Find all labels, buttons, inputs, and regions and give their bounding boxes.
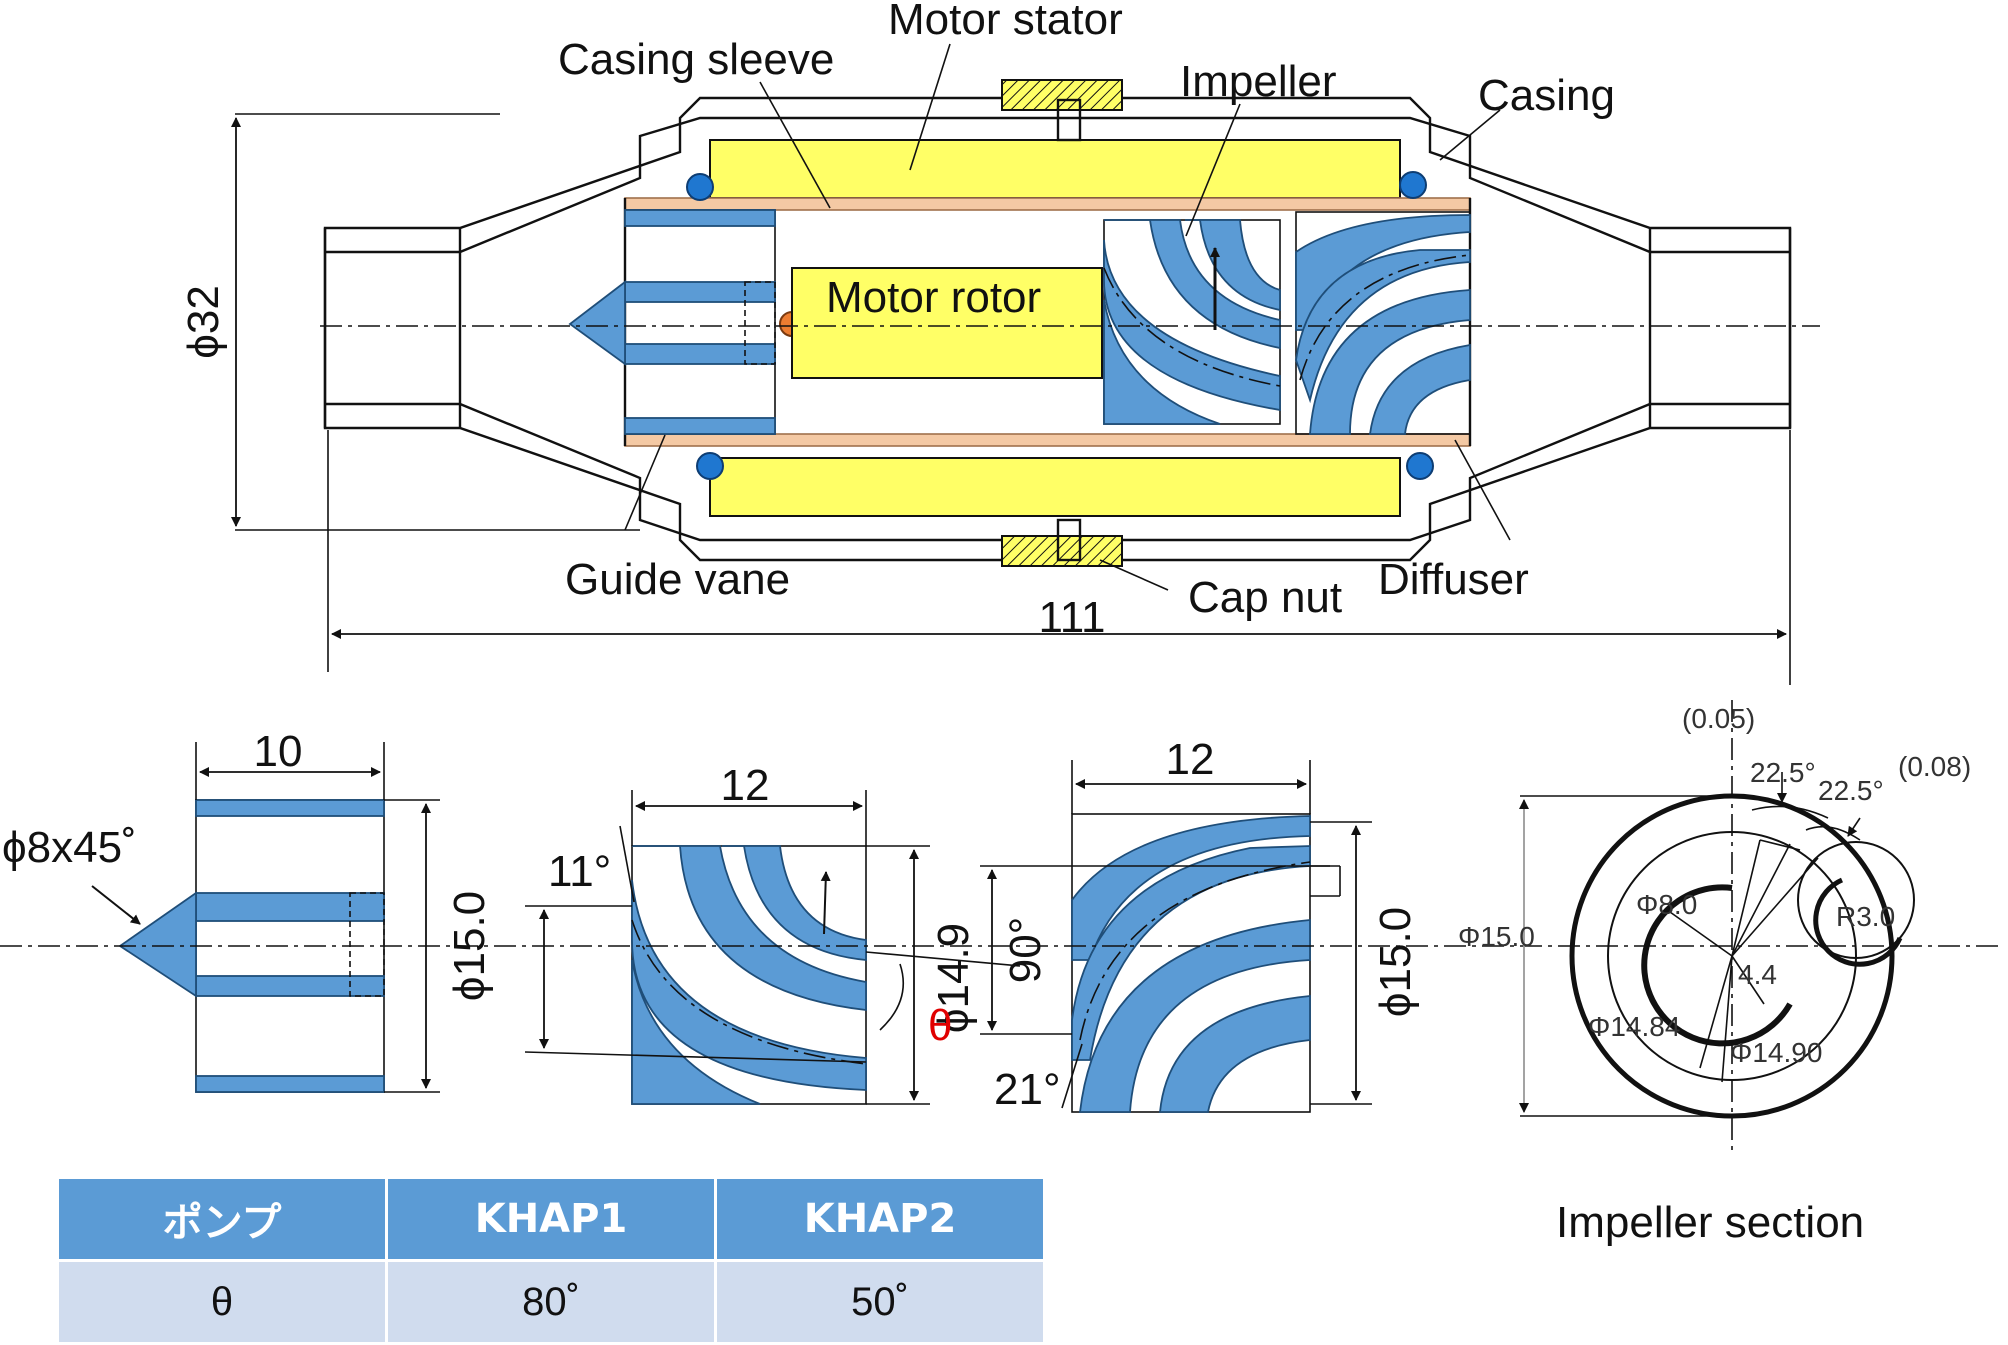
table-cell-theta: θ [56, 1259, 388, 1345]
o-ring-2 [1399, 171, 1427, 199]
dim-guide-cone: ϕ8x45˚ [2, 823, 137, 872]
cap-nut-top [1001, 79, 1123, 111]
table-header-khap2: KHAP2 [714, 1176, 1046, 1262]
impeller-detail: 12 11° ϕ14.9 θ [524, 761, 1021, 1105]
dim-impeller-theta: θ [928, 1001, 952, 1050]
diffuser-detail: 12 90° 21° ϕ15.0 [980, 735, 1420, 1114]
guide-vane-detail: 10 ϕ8x45˚ ϕ15.0 [2, 727, 494, 1093]
dim-diffuser-angle-21: 21° [994, 1065, 1061, 1114]
dim-impeller-diameter: ϕ14.9 [929, 923, 978, 1033]
sec-v44: 4.4 [1738, 959, 1777, 990]
dim-impeller-length: 12 [721, 761, 770, 810]
dim-diffuser-diameter: ϕ15.0 [1371, 907, 1420, 1017]
sec-a2: 22.5° [1818, 775, 1884, 806]
label-guide-vane: Guide vane [565, 555, 790, 604]
sec-phi1484: Φ14.84 [1588, 1011, 1680, 1042]
sec-a1: 22.5° [1750, 757, 1816, 788]
impeller-section-detail: (0.05) 22.5° 22.5° (0.08) Φ8.0 R3.0 Φ15.… [1458, 700, 1971, 1150]
dim-guide-length: 10 [254, 727, 303, 776]
sec-d2: (0.08) [1898, 751, 1971, 782]
sec-phi1490: Φ14.90 [1730, 1037, 1822, 1068]
casing-sleeve-top [624, 197, 1471, 211]
guide-vane-assembly [568, 209, 776, 435]
sec-d1: (0.05) [1682, 703, 1755, 734]
table-row: θ 80˚ 50˚ [56, 1259, 1046, 1345]
o-ring-4 [1406, 452, 1434, 480]
diffuser-assembly [1295, 211, 1471, 435]
label-motor-stator: Motor stator [888, 0, 1123, 44]
table-cell-khap2: 50˚ [714, 1259, 1046, 1345]
sec-phi15: Φ15.0 [1458, 921, 1535, 952]
dim-diffuser-length: 12 [1166, 735, 1215, 784]
o-ring-3 [696, 452, 724, 480]
dim-overall-diameter: ϕ32 [179, 285, 228, 359]
dim-diffuser-angle-90: 90° [1001, 917, 1050, 984]
dim-impeller-angle-top: 11° [548, 847, 611, 896]
pump-assembly: ϕ32 111 Motor stator Casing sleeve Impel… [179, 0, 1820, 685]
table-cell-khap1: 80˚ [385, 1259, 717, 1345]
motor-rotor [791, 267, 1103, 379]
pump-table: ポンプ KHAP1 KHAP2 θ 80˚ 50˚ [56, 1176, 1046, 1345]
table-header-row: ポンプ KHAP1 KHAP2 [56, 1176, 1046, 1262]
label-cap-nut: Cap nut [1188, 573, 1342, 622]
impeller-section-caption: Impeller section [1556, 1198, 1865, 1247]
table-header-khap1: KHAP1 [385, 1176, 717, 1262]
stator-top [709, 139, 1401, 199]
label-diffuser: Diffuser [1378, 555, 1529, 604]
casing-sleeve-bottom [624, 433, 1471, 447]
impeller-assembly [1103, 219, 1281, 425]
o-ring-1 [686, 173, 714, 201]
label-impeller: Impeller [1180, 57, 1337, 106]
dim-overall-length: 111 [1039, 593, 1106, 642]
stator-bottom [709, 457, 1401, 517]
label-casing-sleeve: Casing sleeve [558, 35, 834, 84]
label-motor-rotor: Motor rotor [826, 273, 1041, 322]
sec-phi8: Φ8.0 [1636, 889, 1697, 920]
table-header-pump: ポンプ [56, 1176, 388, 1262]
label-casing: Casing [1478, 71, 1615, 120]
sec-r30: R3.0 [1836, 901, 1895, 932]
